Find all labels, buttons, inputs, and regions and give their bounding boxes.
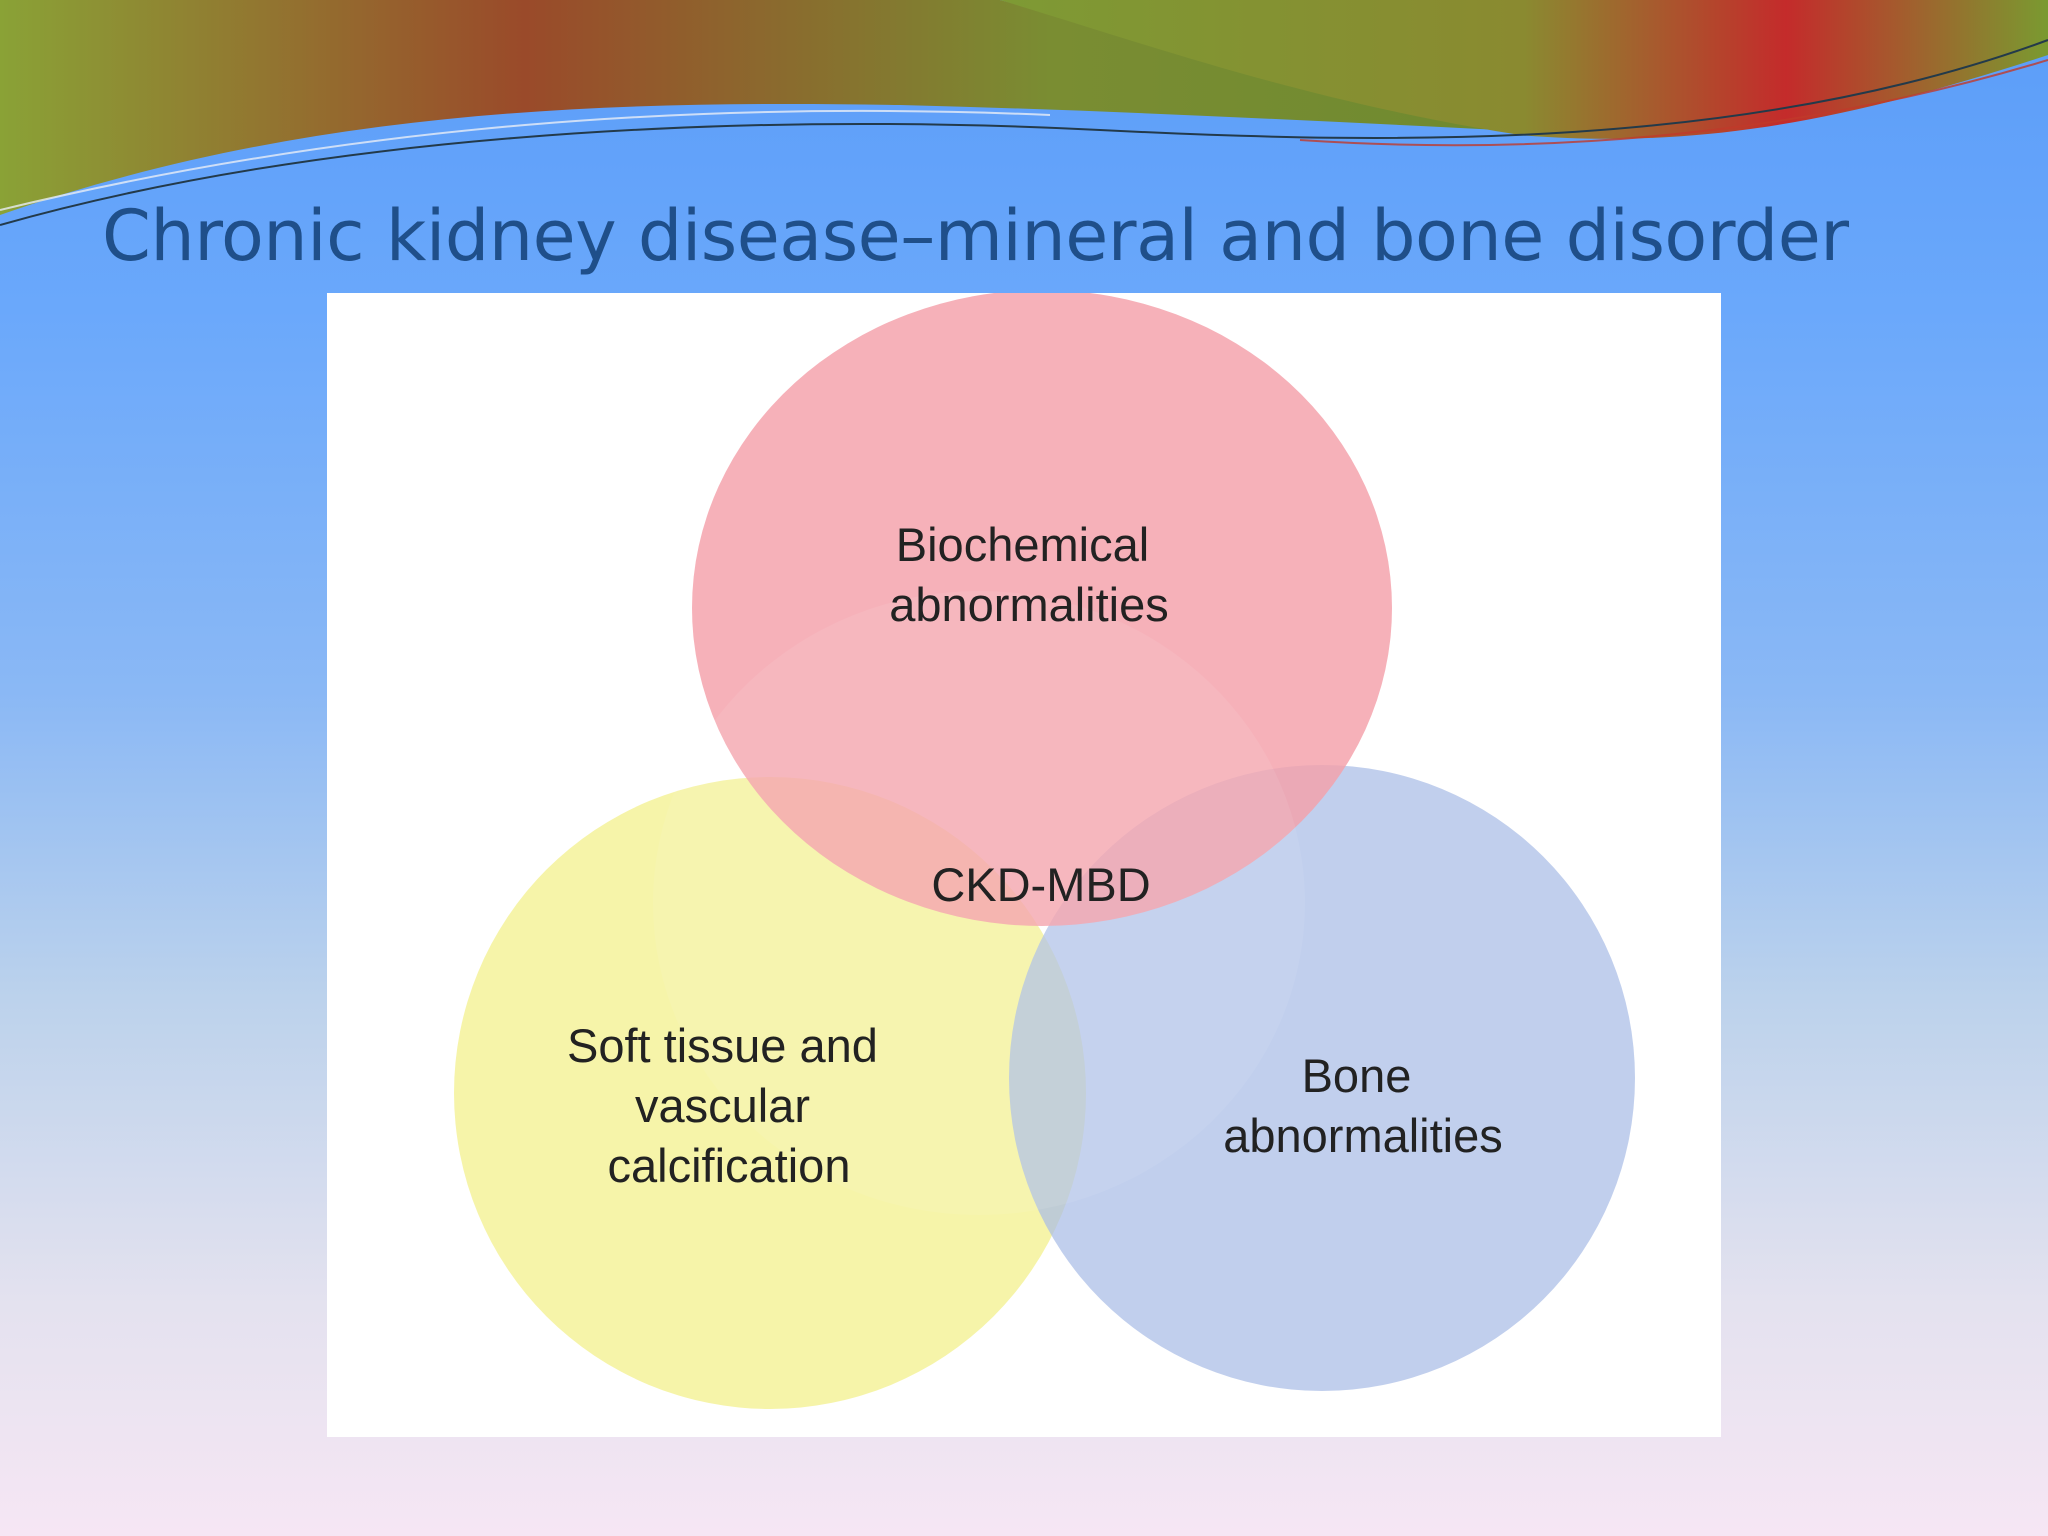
venn-diagram-figure: Biochemical abnormalities Soft tissue an… — [327, 293, 1721, 1437]
label-center-ckd-mbd: CKD-MBD — [931, 858, 1150, 911]
label-soft-tissue: Soft tissue and vascular calcification — [567, 1019, 891, 1192]
venn-circle-biochemical — [692, 293, 1392, 926]
slide-title: Chronic kidney disease–mineral and bone … — [102, 195, 1849, 277]
label-biochemical: Biochemical abnormalities — [889, 518, 1169, 631]
venn-circle-soft-tissue — [454, 777, 1086, 1409]
label-bone: Bone abnormalities — [1223, 1049, 1503, 1162]
header-wave-decoration — [0, 0, 2048, 226]
venn-inner-ring — [653, 591, 1305, 1215]
venn-circle-bone — [1009, 765, 1635, 1391]
